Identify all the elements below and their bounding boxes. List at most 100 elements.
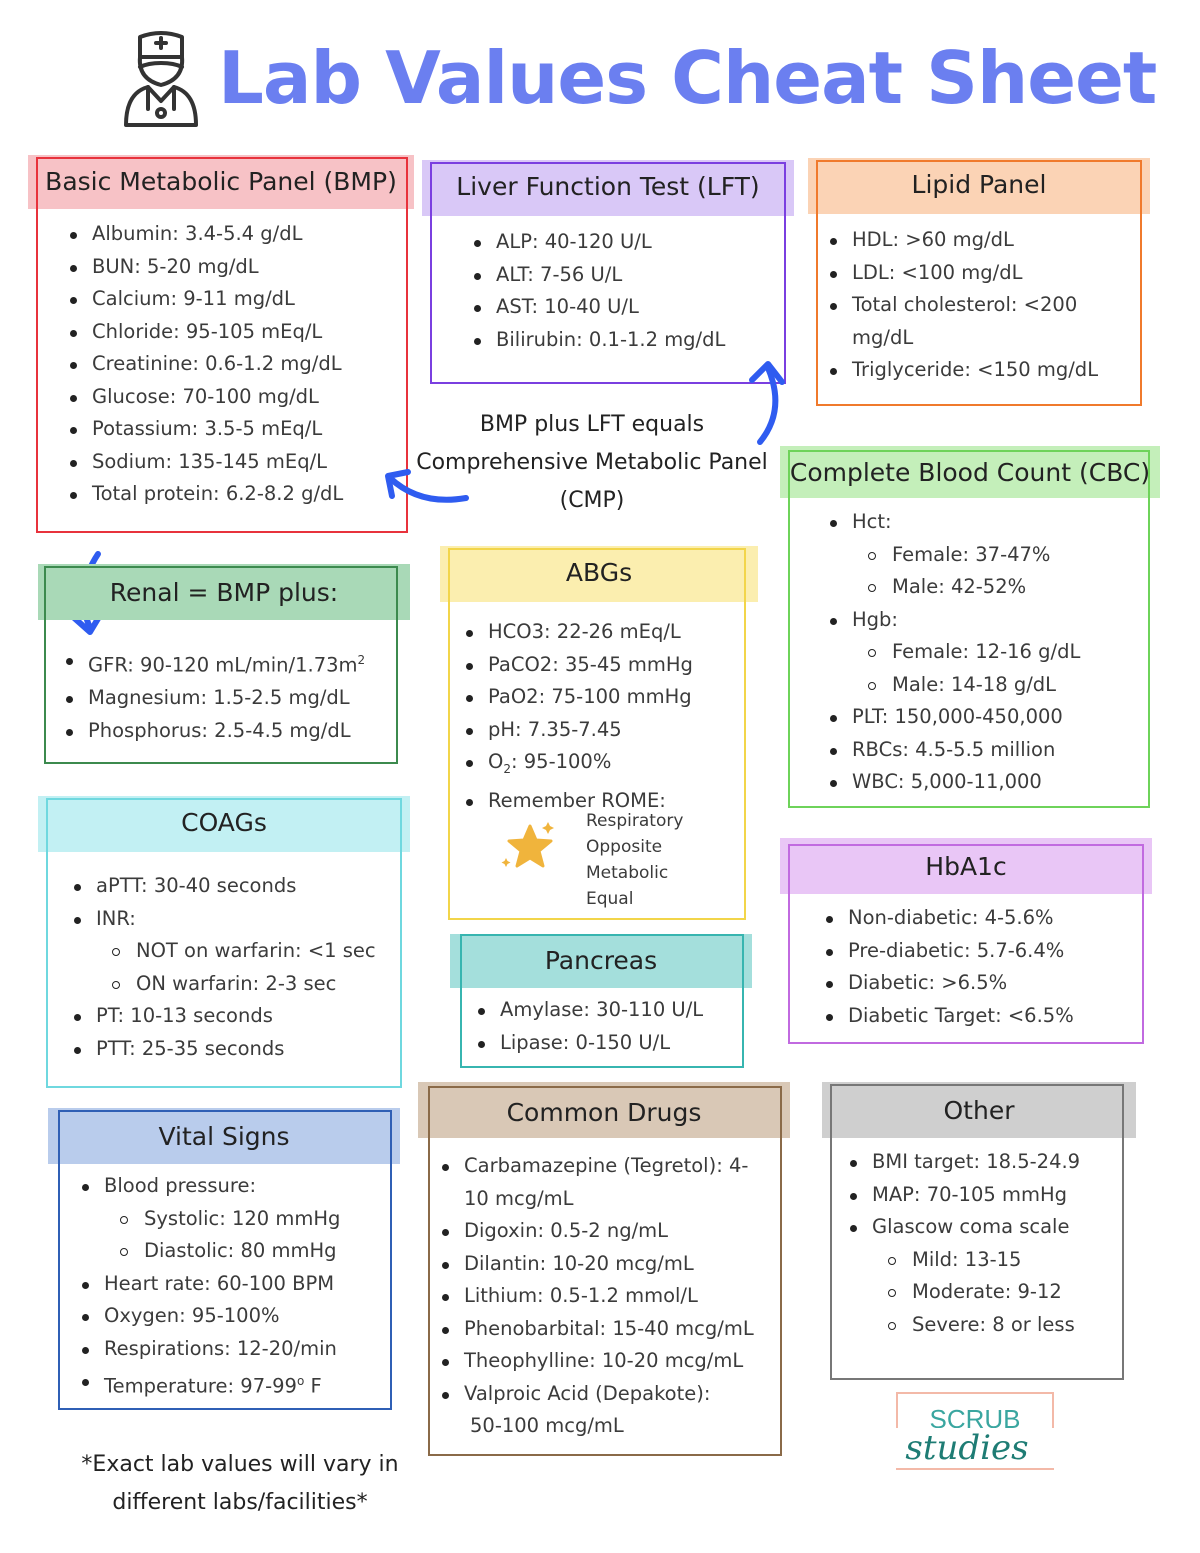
bmp-box (36, 157, 408, 533)
pancreas-box (460, 934, 744, 1068)
bmp-header: Basic Metabolic Panel (BMP) (28, 155, 414, 209)
list-item: mg/dL (852, 325, 914, 349)
list-item: Oxygen: 95-100% (78, 1300, 340, 1333)
list-item: Blood pressure: (78, 1170, 340, 1203)
list-item: HCO3: 22-26 mEq/L (462, 616, 693, 649)
scrub-studies-logo: SCRUB studies (862, 1388, 1072, 1478)
cbc-header: Complete Blood Count (CBC) (780, 446, 1160, 498)
vitals-list: Blood pressure: Systolic: 120 mmHg Diast… (78, 1170, 340, 1403)
list-item: Diabetic: >6.5% (822, 967, 1074, 1000)
list-item: Glucose: 70-100 mg/dL (66, 381, 343, 414)
lipid-box (816, 160, 1142, 406)
list-item: Triglyceride: <150 mg/dL (826, 354, 1098, 387)
list-item: NOT on warfarin: <1 sec (70, 935, 376, 968)
list-item: PLT: 150,000-450,000 (826, 701, 1080, 734)
list-item: Diastolic: 80 mmHg (78, 1235, 340, 1268)
cbc-box (788, 450, 1150, 808)
list-item: HDL: >60 mg/dL (826, 224, 1098, 257)
list-item: Lipase: 0-150 U/L (474, 1027, 703, 1060)
list-item: Dilantin: 10-20 mcg/mL (438, 1248, 754, 1281)
list-item: RBCs: 4.5-5.5 million (826, 734, 1080, 767)
list-item: 10 mcg/mL (464, 1186, 574, 1210)
coags-header: COAGs (38, 796, 410, 852)
list-item: Total cholesterol: <200 (826, 289, 1098, 322)
drugs-header: Common Drugs (418, 1082, 790, 1138)
star-icon (501, 822, 554, 868)
list-item: Sodium: 135-145 mEq/L (66, 446, 343, 479)
list-item: Temperature: 97-99o F (78, 1365, 340, 1403)
list-item: BMI target: 18.5-24.9 (846, 1146, 1080, 1179)
list-item: Valproic Acid (Depakote): (438, 1378, 754, 1411)
page-header: Lab Values Cheat Sheet (118, 22, 1157, 132)
hba1c-box (788, 844, 1144, 1044)
nurse-icon (124, 31, 198, 127)
list-item: Severe: 8 or less (846, 1309, 1080, 1342)
list-item: Non-diabetic: 4-5.6% (822, 902, 1074, 935)
other-box (830, 1084, 1124, 1380)
list-item: Respirations: 12-20/min (78, 1333, 340, 1366)
list-item: Creatinine: 0.6-1.2 mg/dL (66, 348, 343, 381)
list-item: Total protein: 6.2-8.2 g/dL (66, 478, 343, 511)
other-list: BMI target: 18.5-24.9 MAP: 70-105 mmHg G… (846, 1146, 1080, 1341)
list-item: 50-100 mcg/mL (470, 1414, 624, 1437)
vitals-header: Vital Signs (48, 1108, 400, 1164)
list-item: Pre-diabetic: 5.7-6.4% (822, 935, 1074, 968)
list-item: Male: 42-52% (826, 571, 1080, 604)
list-item: Glascow coma scale (846, 1211, 1080, 1244)
list-item: GFR: 90-120 mL/min/1.73m2 (62, 644, 365, 682)
list-item: Albumin: 3.4-5.4 g/dL (66, 218, 343, 251)
drugs-box (428, 1086, 782, 1456)
list-item: Hct: (826, 506, 1080, 539)
list-item: ALT: 7-56 U/L (470, 259, 725, 292)
list-item: pH: 7.35-7.45 (462, 714, 693, 747)
renal-header: Renal = BMP plus: (38, 564, 410, 620)
coags-box (46, 798, 402, 1088)
list-item: Heart rate: 60-100 BPM (78, 1268, 340, 1301)
list-item: Remember ROME: (462, 785, 693, 818)
list-item: BUN: 5-20 mg/dL (66, 251, 343, 284)
list-item: Potassium: 3.5-5 mEq/L (66, 413, 343, 446)
list-item: PTT: 25-35 seconds (70, 1033, 376, 1066)
list-item: INR: (70, 903, 376, 936)
vitals-box (58, 1110, 392, 1410)
renal-list: GFR: 90-120 mL/min/1.73m2 Magnesium: 1.5… (62, 644, 365, 747)
list-item: Female: 37-47% (826, 539, 1080, 572)
lipid-header: Lipid Panel (808, 158, 1150, 214)
lipid-list: HDL: >60 mg/dL LDL: <100 mg/dL Total cho… (826, 224, 1098, 387)
list-item: O2: 95-100% (462, 746, 693, 785)
list-item: PT: 10-13 seconds (70, 1000, 376, 1033)
list-item: Moderate: 9-12 (846, 1276, 1080, 1309)
list-item: PaO2: 75-100 mmHg (462, 681, 693, 714)
list-item: Mild: 13-15 (846, 1244, 1080, 1277)
list-item: AST: 10-40 U/L (470, 291, 725, 324)
list-item: Chloride: 95-105 mEq/L (66, 316, 343, 349)
renal-box (44, 566, 398, 764)
list-item: Bilirubin: 0.1-1.2 mg/dL (470, 324, 725, 357)
pancreas-list: Amylase: 30-110 U/L Lipase: 0-150 U/L (474, 994, 703, 1059)
bmp-list: Albumin: 3.4-5.4 g/dL BUN: 5-20 mg/dL Ca… (66, 218, 343, 511)
drugs-list: Carbamazepine (Tegretol): 4- 10 mcg/mL D… (438, 1150, 754, 1443)
pancreas-header: Pancreas (450, 934, 752, 988)
list-item: LDL: <100 mg/dL (826, 257, 1098, 290)
hba1c-list: Non-diabetic: 4-5.6% Pre-diabetic: 5.7-6… (822, 902, 1074, 1032)
list-item: Phenobarbital: 15-40 mcg/mL (438, 1313, 754, 1346)
list-item: Theophylline: 10-20 mcg/mL (438, 1345, 754, 1378)
rome-list: Respiratory Opposite Metabolic Equal (586, 811, 684, 909)
hba1c-header: HbA1c (780, 838, 1152, 894)
list-item: Magnesium: 1.5-2.5 mg/dL (62, 682, 365, 715)
list-item: Phosphorus: 2.5-4.5 mg/dL (62, 715, 365, 748)
coags-list: aPTT: 30-40 seconds INR: NOT on warfarin… (70, 870, 376, 1065)
list-item: Male: 14-18 g/dL (826, 669, 1080, 702)
list-item: Systolic: 120 mmHg (78, 1203, 340, 1236)
list-item: Amylase: 30-110 U/L (474, 994, 703, 1027)
cbc-list: Hct: Female: 37-47% Male: 42-52% Hgb: Fe… (826, 506, 1080, 799)
cmp-note: BMP plus LFT equals Comprehensive Metabo… (416, 412, 768, 513)
abgs-header: ABGs (440, 546, 758, 602)
lft-list: ALP: 40-120 U/L ALT: 7-56 U/L AST: 10-40… (470, 226, 725, 356)
list-item: Hgb: (826, 604, 1080, 637)
list-item: ON warfarin: 2-3 sec (70, 968, 376, 1001)
list-item: Female: 12-16 g/dL (826, 636, 1080, 669)
list-item: Digoxin: 0.5-2 ng/mL (438, 1215, 754, 1248)
footnote: *Exact lab values will vary in different… (81, 1452, 399, 1515)
lft-header: Liver Function Test (LFT) (422, 160, 794, 216)
